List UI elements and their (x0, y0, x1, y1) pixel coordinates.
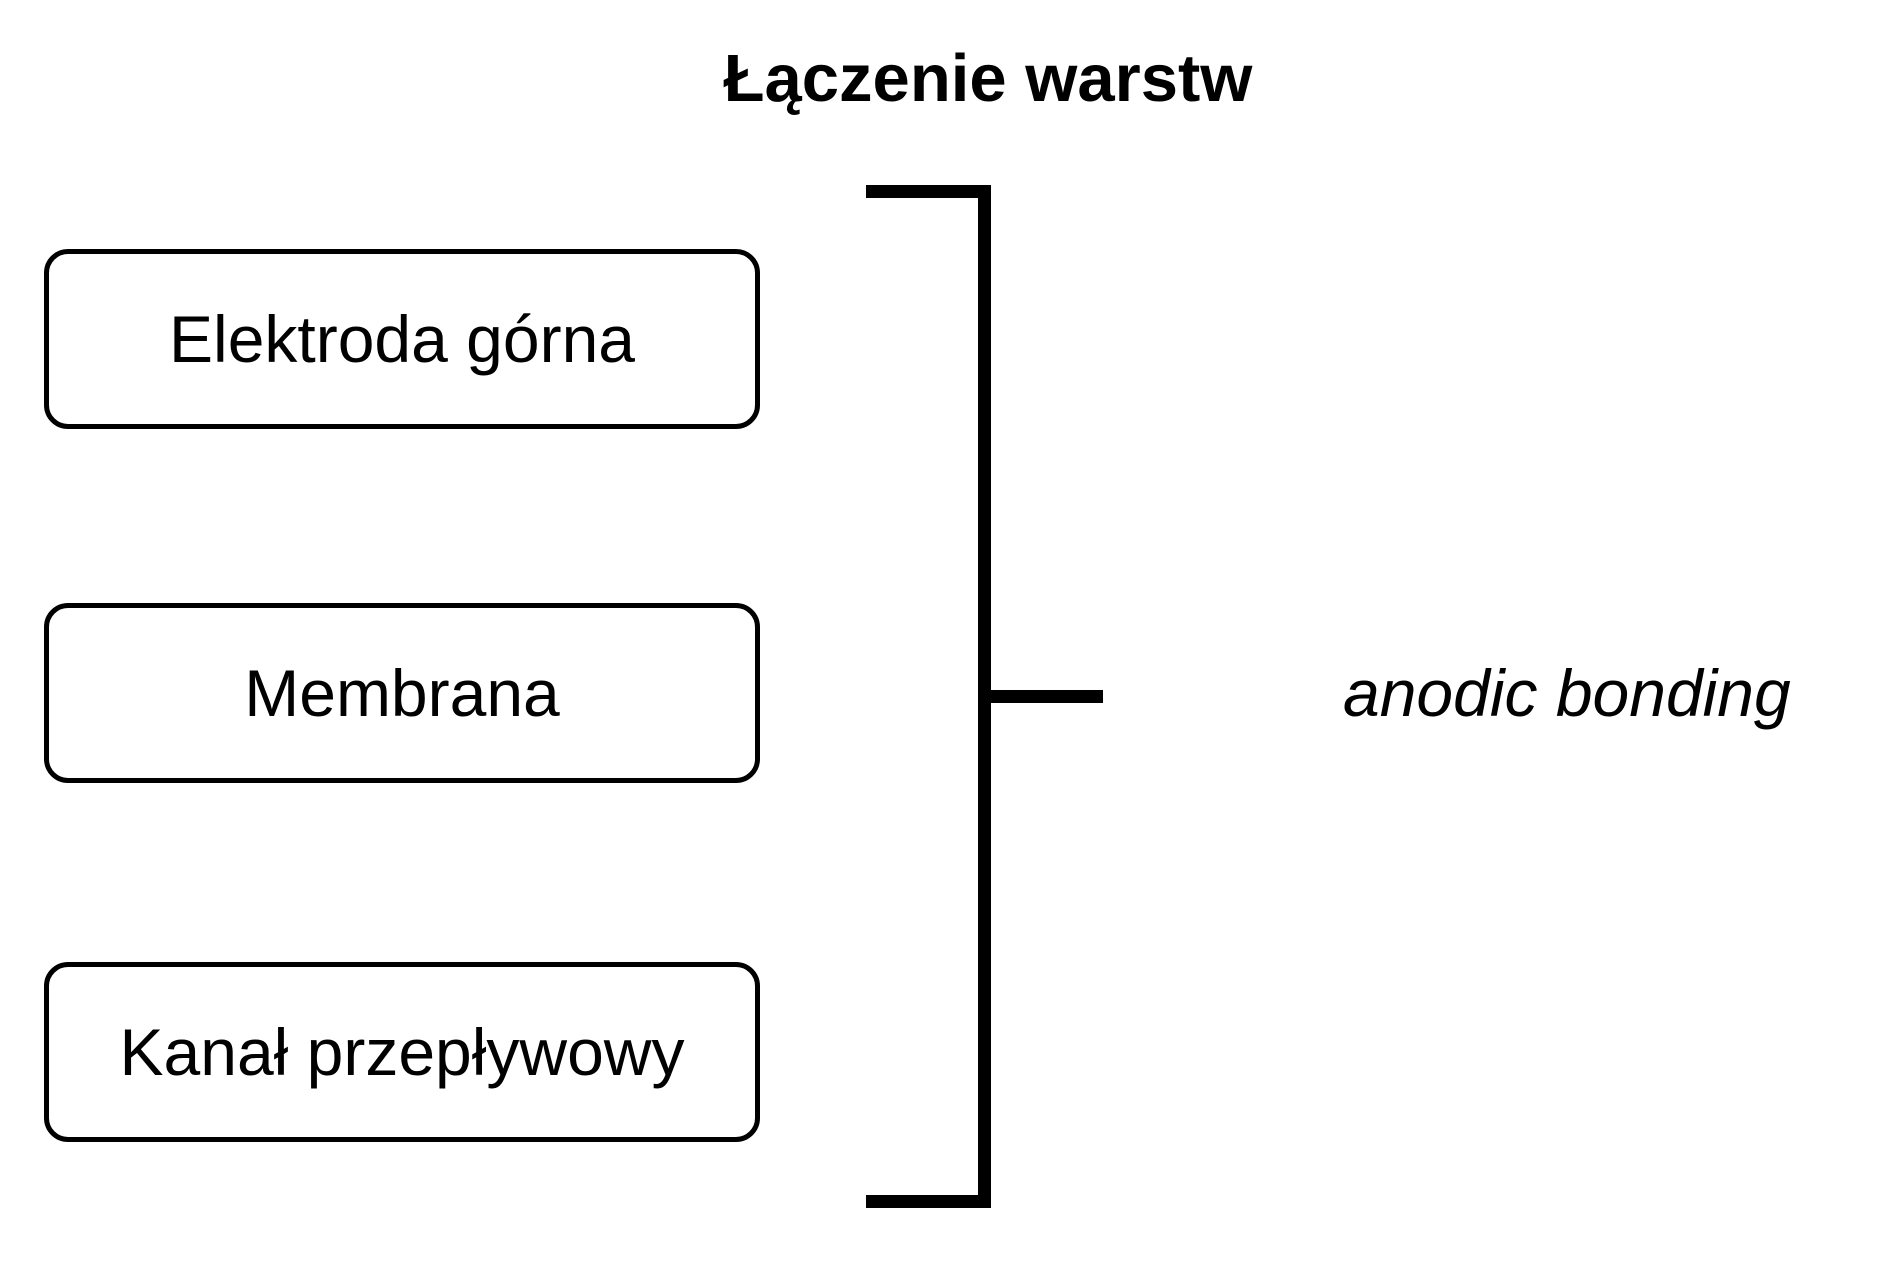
layer-box-elektroda-gorna: Elektroda górna (44, 249, 760, 429)
bonding-method-annotation: anodic bonding (1343, 656, 1791, 730)
layer-box-label: Elektroda górna (169, 302, 635, 376)
grouping-bracket (866, 185, 991, 1208)
bracket-connector-line (991, 690, 1103, 703)
layer-box-label: Membrana (244, 656, 560, 730)
layer-box-label: Kanał przepływowy (119, 1015, 685, 1089)
page-title: Łączenie warstw (723, 41, 1253, 116)
layer-box-membrana: Membrana (44, 603, 760, 783)
layer-box-kanal-przeplywowy: Kanał przepływowy (44, 962, 760, 1142)
